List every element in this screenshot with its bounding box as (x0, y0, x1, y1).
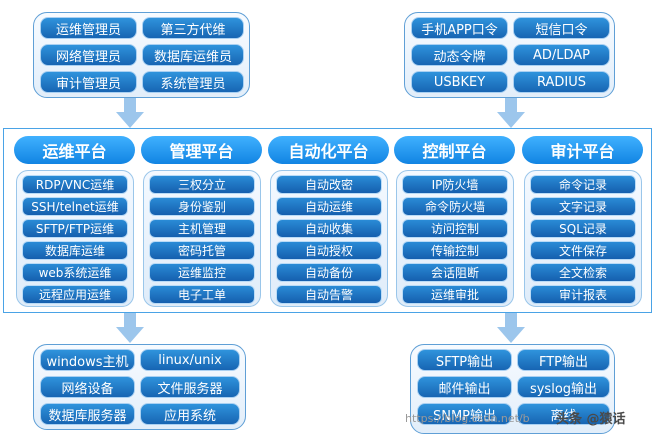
list-item: web系统运维 (22, 263, 128, 282)
role-audit-admin: 审计管理员 (40, 71, 137, 93)
role-third-party: 第三方代维 (142, 17, 244, 39)
auth-usbkey: USBKEY (411, 71, 508, 93)
target-assets-group: windows主机 linux/unix 网络设备 文件服务器 数据库服务器 应… (33, 344, 246, 430)
auth-token: 动态令牌 (411, 44, 508, 66)
list-item: 自动改密 (276, 175, 382, 194)
output-sftp: SFTP输出 (417, 349, 512, 371)
auth-radius: RADIUS (513, 71, 610, 93)
list-item: 文件保存 (530, 241, 636, 260)
output-offline: 离线 (517, 403, 610, 425)
log-outputs-group: SFTP输出 FTP输出 邮件输出 syslog输出 SNMP输出 离线 (410, 344, 615, 434)
auth-methods-group: 手机APP口令 短信口令 动态令牌 AD/LDAP USBKEY RADIUS (404, 12, 615, 98)
platform-mgmt-title: 管理平台 (141, 136, 262, 164)
list-item: 传输控制 (402, 241, 508, 260)
asset-windows: windows主机 (40, 349, 135, 371)
user-roles-group: 运维管理员 第三方代维 网络管理员 数据库运维员 审计管理员 系统管理员 (33, 12, 250, 98)
platform-audit-box: 命令记录 文字记录 SQL记录 文件保存 全文检索 审计报表 (524, 170, 642, 307)
output-ftp: FTP输出 (517, 349, 610, 371)
role-db-ops: 数据库运维员 (142, 44, 244, 66)
list-item: 三权分立 (149, 175, 255, 194)
list-item: 运维监控 (149, 263, 255, 282)
list-item: 数据库运维 (22, 241, 128, 260)
role-network-admin: 网络管理员 (40, 44, 137, 66)
platform-mgmt-box: 三权分立 身份鉴别 主机管理 密码托管 运维监控 电子工单 (143, 170, 261, 307)
list-item: 自动授权 (276, 241, 382, 260)
list-item: 访问控制 (402, 219, 508, 238)
list-item: SSH/telnet运维 (22, 197, 128, 216)
down-arrow-icon (497, 98, 525, 128)
watermark-brand: 头条 @猿话 (556, 411, 626, 427)
asset-linux-unix: linux/unix (140, 349, 240, 371)
list-item: 自动收集 (276, 219, 382, 238)
platform-ops-box: RDP/VNC运维 SSH/telnet运维 SFTP/FTP运维 数据库运维 … (16, 170, 134, 307)
list-item: 会话阻断 (402, 263, 508, 282)
list-item: 自动运维 (276, 197, 382, 216)
output-snmp: SNMP输出 (417, 403, 512, 425)
platform-auto-box: 自动改密 自动运维 自动收集 自动授权 自动备份 自动告警 (270, 170, 388, 307)
platform-control-title: 控制平台 (394, 136, 515, 164)
list-item: 主机管理 (149, 219, 255, 238)
list-item: 密码托管 (149, 241, 255, 260)
list-item: SQL记录 (530, 219, 636, 238)
output-syslog: syslog输出 (517, 376, 610, 398)
platform-control-box: IP防火墙 命令防火墙 访问控制 传输控制 会话阻断 运维审批 (396, 170, 514, 307)
platform-ops-title: 运维平台 (14, 136, 135, 164)
output-email: 邮件输出 (417, 376, 512, 398)
list-item: RDP/VNC运维 (22, 175, 128, 194)
list-item: 命令防火墙 (402, 197, 508, 216)
list-item: 自动备份 (276, 263, 382, 282)
list-item: 审计报表 (530, 285, 636, 304)
asset-network: 网络设备 (40, 376, 135, 398)
list-item: 电子工单 (149, 285, 255, 304)
list-item: 命令记录 (530, 175, 636, 194)
list-item: 文字记录 (530, 197, 636, 216)
list-item: 运维审批 (402, 285, 508, 304)
list-item: 全文检索 (530, 263, 636, 282)
list-item: 远程应用运维 (22, 285, 128, 304)
asset-db-server: 数据库服务器 (40, 403, 135, 425)
platform-audit-title: 审计平台 (522, 136, 643, 164)
auth-app-otp: 手机APP口令 (411, 17, 508, 39)
auth-ad-ldap: AD/LDAP (513, 44, 610, 66)
asset-app-system: 应用系统 (140, 403, 240, 425)
asset-file-server: 文件服务器 (140, 376, 240, 398)
list-item: 自动告警 (276, 285, 382, 304)
role-system-admin: 系统管理员 (142, 71, 244, 93)
down-arrow-icon (116, 313, 144, 343)
list-item: IP防火墙 (402, 175, 508, 194)
list-item: SFTP/FTP运维 (22, 219, 128, 238)
platform-auto-title: 自动化平台 (268, 136, 389, 164)
role-ops-admin: 运维管理员 (40, 17, 137, 39)
list-item: 身份鉴别 (149, 197, 255, 216)
down-arrow-icon (116, 98, 144, 128)
down-arrow-icon (497, 313, 525, 343)
auth-sms: 短信口令 (513, 17, 610, 39)
watermark-url: https://blog.csdn.net/b (405, 412, 530, 425)
